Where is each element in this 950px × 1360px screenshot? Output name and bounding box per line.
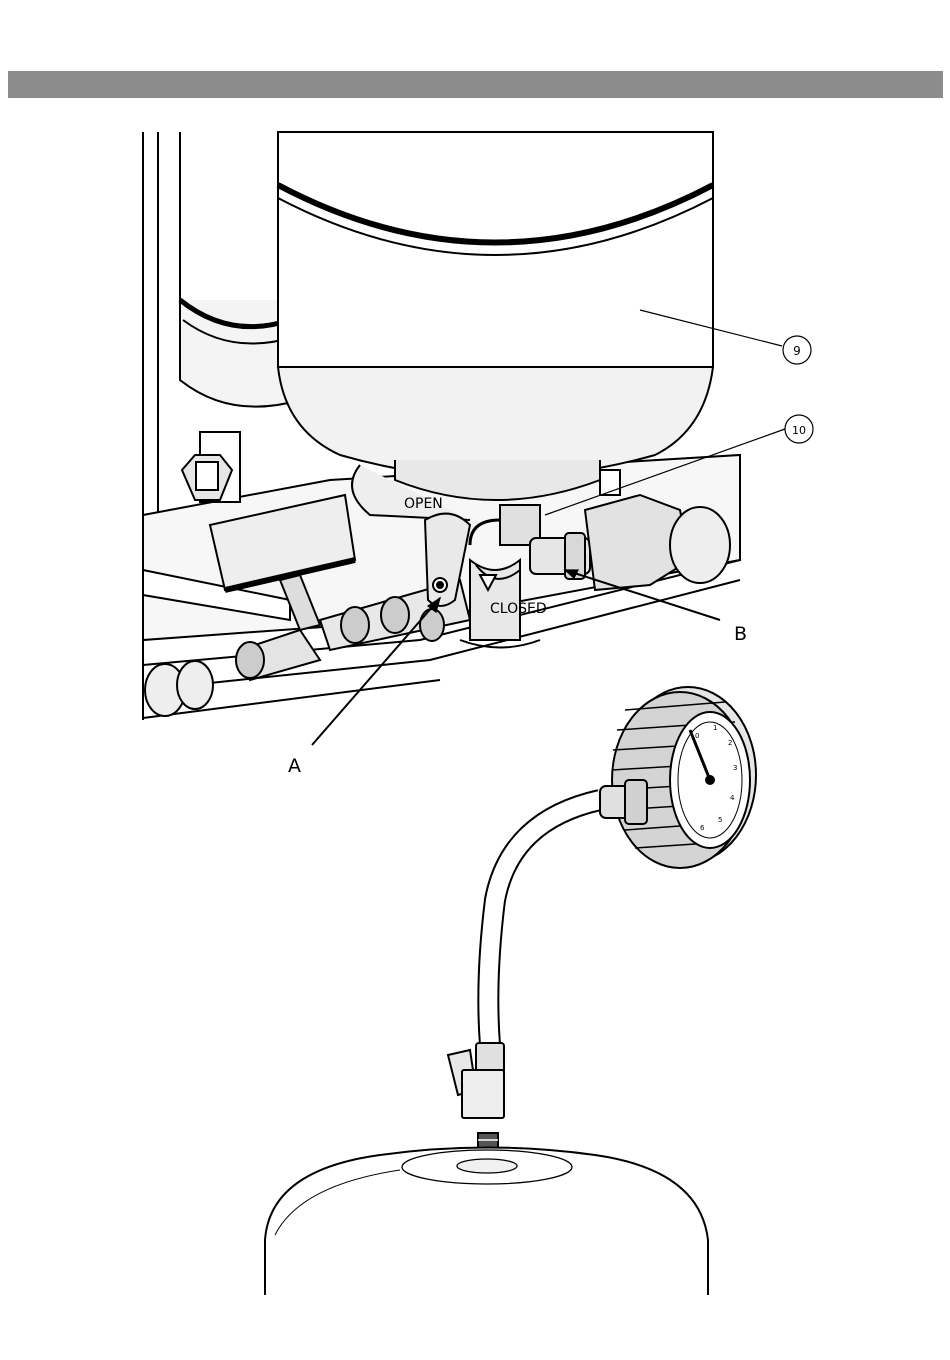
callout-10-label: 10 xyxy=(792,424,806,437)
valve-closed-label: CLOSED xyxy=(490,601,547,617)
gauge-tick-label: 3 xyxy=(733,764,737,772)
gauge-tick-label: 1 xyxy=(713,724,717,732)
pointer-a-label: A xyxy=(288,755,301,777)
gauge-tick-label: 0 xyxy=(695,732,699,740)
vessel-assembly-figure xyxy=(143,132,740,720)
pressure-gauge-icon xyxy=(612,687,756,868)
gauge-tick-label: 6 xyxy=(700,824,705,832)
gauge-tick-label: 5 xyxy=(718,816,722,824)
expansion-vessel-icon xyxy=(265,1148,708,1296)
callout-9-label: 9 xyxy=(793,344,801,358)
tyre-valve-icon xyxy=(448,1043,504,1163)
valve-open-label: OPEN xyxy=(404,496,443,512)
gauge-tick-label: 2 xyxy=(728,739,732,747)
pointer-b-label: B xyxy=(734,623,747,645)
pressure-gauge-figure xyxy=(265,687,756,1295)
gauge-tick-label: 4 xyxy=(730,794,735,802)
